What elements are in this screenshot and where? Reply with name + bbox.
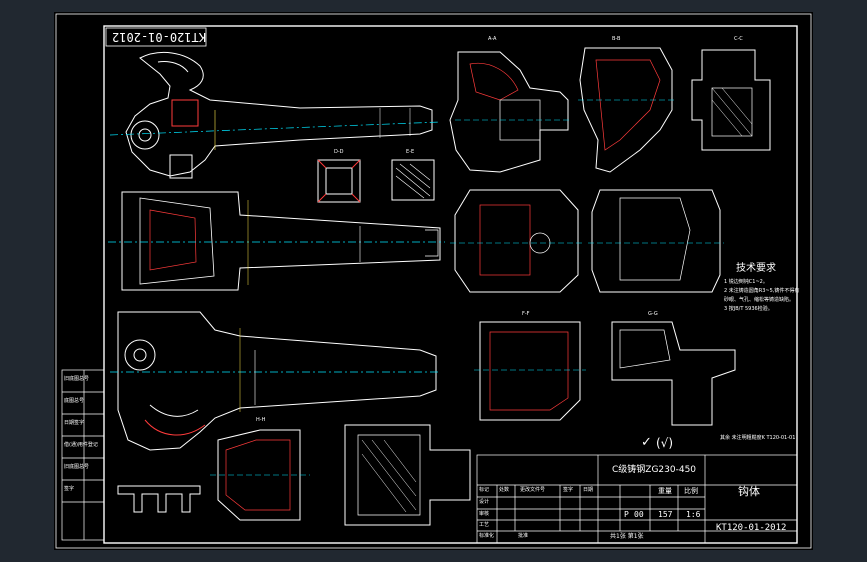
outer-frame xyxy=(55,13,812,549)
left-strip-label: 签字 xyxy=(64,486,75,492)
tech-requirement-item: 1 锐边倒钝C1~2。 xyxy=(724,279,768,285)
side-view-middle-right xyxy=(588,189,724,293)
stamp-box xyxy=(105,27,207,47)
rev-header: 标记 xyxy=(479,487,490,493)
sign-row-label: 批准 xyxy=(518,533,529,539)
section-label: G-G xyxy=(648,311,658,317)
sign-row-label: 标准化 xyxy=(479,533,495,539)
tech-requirements-title: 技术要求 xyxy=(736,263,776,274)
section-label: E-E xyxy=(406,149,415,155)
inner-frame xyxy=(103,25,798,544)
drawing-number-stamp: KT120-01-2012 xyxy=(112,30,206,44)
drawing-sheet-background xyxy=(54,12,813,550)
section-view-top-right-2 xyxy=(578,47,676,173)
title-material: C级铸钢ZG230-450 xyxy=(612,465,697,475)
section-square-small-right xyxy=(391,159,435,201)
left-strip-label: 旧底图总号 xyxy=(64,464,90,470)
view-elevation-bottom xyxy=(110,311,440,451)
tech-requirement-item: 3 按JB/T 5936检验。 xyxy=(724,306,773,312)
title-part-name: 钩体 xyxy=(738,485,760,498)
end-view-middle-right xyxy=(450,189,582,293)
section-square-small-left xyxy=(317,159,361,203)
left-strip-label: 日期签字 xyxy=(64,420,85,426)
section-label: D-D xyxy=(334,149,344,155)
title-weight-label: 重量 xyxy=(658,487,672,495)
title-scale: 1:6 xyxy=(686,510,701,519)
title-weight: 157 xyxy=(658,510,673,519)
roughness-note: (√) xyxy=(656,436,674,450)
title-drawing-number: KT120-01-2012 xyxy=(716,523,787,533)
section-view-lower-right-1 xyxy=(474,321,586,421)
left-strip-label: 旧底图总号 xyxy=(64,376,90,382)
roughness-other-note: 其余 未注明粗糙度K T120-01-01 xyxy=(720,435,796,441)
title-stage: P xyxy=(624,510,629,519)
left-strip-table xyxy=(61,369,105,541)
sign-row-label: 工艺 xyxy=(479,522,490,528)
left-strip-label: 借(通)用件登记 xyxy=(64,442,98,448)
sign-row-label: 审核 xyxy=(479,511,490,517)
rev-header: 日期 xyxy=(583,487,594,493)
section-view-lower-right-2 xyxy=(611,321,736,426)
title-block xyxy=(476,454,798,544)
view-elevation-top xyxy=(109,52,441,179)
tech-requirement-item: 砂眼、气孔、缩松等铸造缺陷。 xyxy=(724,297,795,303)
section-label: C-C xyxy=(734,36,743,42)
rev-header: 处数 xyxy=(499,487,510,493)
section-view-top-right-3 xyxy=(691,49,771,151)
tech-requirement-item: 2 未注铸造圆角R3~5,铸件不得有 xyxy=(724,288,800,294)
section-label: B-B xyxy=(612,36,621,42)
rev-header: 更改文件号 xyxy=(520,487,546,493)
section-view-bottom-middle-left xyxy=(210,429,310,521)
tech-requirements-list: 1 锐边倒钝C1~2。 2 未注铸造圆角R3~5,铸件不得有 砂眼、气孔、缩松等… xyxy=(724,280,799,312)
sign-row-label: 设计 xyxy=(479,499,490,505)
title-scale-label: 比例 xyxy=(684,487,698,495)
section-label: A-A xyxy=(488,36,497,42)
left-strip-label: 底图总号 xyxy=(64,398,85,404)
title-quantity: 00 xyxy=(634,510,644,519)
section-label: F-F xyxy=(522,311,530,317)
section-view-top-right-1 xyxy=(449,51,572,173)
section-view-bottom-middle-right xyxy=(344,424,471,526)
title-sheet-count: 共1张 第1张 xyxy=(610,533,644,540)
section-label: H-H xyxy=(256,417,266,423)
roughness-symbol: ✓ xyxy=(641,435,652,450)
view-plan-middle xyxy=(108,191,445,291)
rev-header: 签字 xyxy=(563,487,574,493)
section-rail-bottom-left xyxy=(117,485,201,513)
